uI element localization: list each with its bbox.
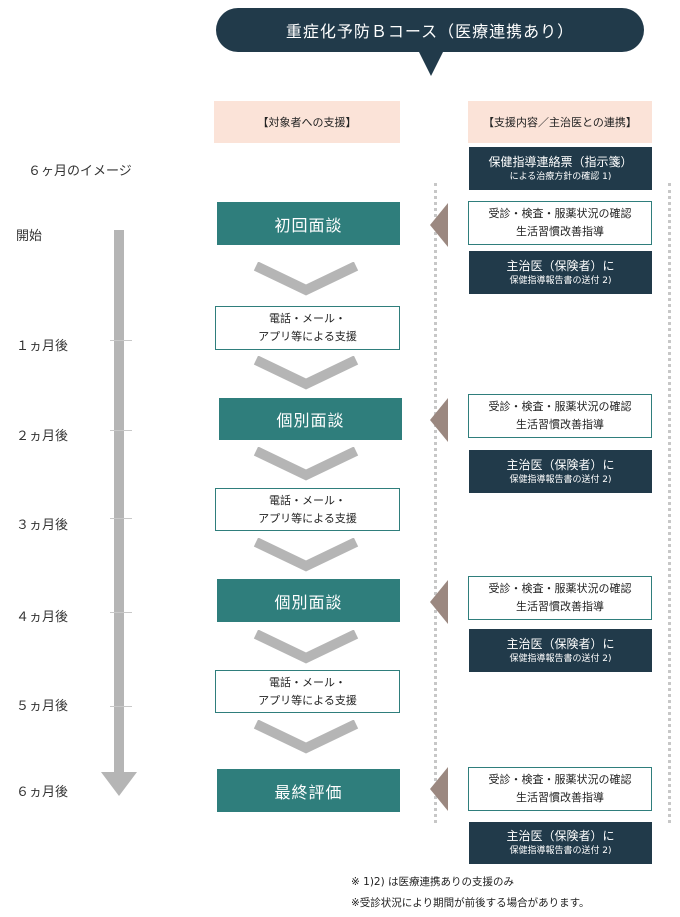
column-header-physician-link: 【支援内容／主治医との連携】 <box>468 101 652 143</box>
instruction-form-line2: による治療方針の確認 1) <box>509 171 612 182</box>
month-label-4: ４ヵ月後 <box>16 610 69 625</box>
dotted-divider-right <box>668 183 671 823</box>
link-pointer <box>430 203 448 247</box>
session-initial-interview: 初回面談 <box>217 202 400 245</box>
report-to-physician-box: 主治医（保険者）に 保健指導報告書の送付 2) <box>469 822 652 864</box>
checkup-guidance-box: 受診・検査・服薬状況の確認 生活習慣改善指導 <box>468 201 652 245</box>
column-header-target-support: 【対象者への支援】 <box>214 101 400 143</box>
course-title: 重症化予防Ｂコース（医療連携あり） <box>216 8 644 52</box>
remote-support-box: 電話・メール・ アプリ等による支援 <box>215 488 400 531</box>
title-pointer <box>418 50 444 76</box>
dotted-divider-left <box>434 183 437 823</box>
report-line1: 主治医（保険者）に <box>506 457 615 472</box>
report-line2: 保健指導報告書の送付 2) <box>509 275 612 286</box>
instruction-form-line1: 保健指導連絡票（指示箋） <box>488 154 633 169</box>
month-label-3: ３ヵ月後 <box>16 518 69 533</box>
month-label-1: １ヵ月後 <box>16 339 69 354</box>
timeline-bar <box>114 230 124 774</box>
timeline-tick <box>110 612 132 613</box>
timeline-arrow-head <box>101 772 137 796</box>
link-pointer <box>430 398 448 442</box>
month-label-2: ２ヵ月後 <box>16 429 69 444</box>
link-pointer <box>430 767 448 811</box>
report-line1: 主治医（保険者）に <box>506 636 615 651</box>
checkup-guidance-box: 受診・検査・服薬状況の確認 生活習慣改善指導 <box>468 394 652 438</box>
footnote-1: ※ 1)2) は医療連携ありの支援のみ <box>351 876 515 888</box>
chevron-down-icon <box>253 720 359 754</box>
remote-support-box: 電話・メール・ アプリ等による支援 <box>215 670 400 713</box>
report-line2: 保健指導報告書の送付 2) <box>509 846 612 857</box>
report-to-physician-box: 主治医（保険者）に 保健指導報告書の送付 2) <box>469 450 652 493</box>
chevron-down-icon <box>253 447 359 481</box>
remote-support-line2: アプリ等による支援 <box>258 693 357 707</box>
checkup-line2: 生活習慣改善指導 <box>516 225 604 238</box>
month-label-start: 開始 <box>16 229 43 244</box>
six-month-image-label: ６ヶ月のイメージ <box>28 164 132 179</box>
remote-support-line2: アプリ等による支援 <box>258 511 357 525</box>
month-label-5: ５ヵ月後 <box>16 699 69 714</box>
checkup-line2: 生活習慣改善指導 <box>516 600 604 613</box>
chevron-down-icon <box>253 356 359 390</box>
timeline-tick <box>110 340 132 341</box>
remote-support-line1: 電話・メール・ <box>269 493 346 507</box>
session-individual-interview-1: 個別面談 <box>219 398 402 440</box>
chevron-down-icon <box>253 262 359 296</box>
report-line2: 保健指導報告書の送付 2) <box>509 474 612 485</box>
report-to-physician-box: 主治医（保険者）に 保健指導報告書の送付 2) <box>469 629 652 672</box>
remote-support-box: 電話・メール・ アプリ等による支援 <box>215 306 400 350</box>
remote-support-line1: 電話・メール・ <box>269 312 346 326</box>
checkup-line1: 受診・検査・服薬状況の確認 <box>488 582 632 596</box>
link-pointer <box>430 580 448 624</box>
remote-support-line1: 電話・メール・ <box>269 675 346 689</box>
checkup-line1: 受診・検査・服薬状況の確認 <box>488 400 632 414</box>
checkup-line2: 生活習慣改善指導 <box>516 418 604 431</box>
report-line1: 主治医（保険者）に <box>506 258 615 273</box>
checkup-guidance-box: 受診・検査・服薬状況の確認 生活習慣改善指導 <box>468 767 652 811</box>
report-line1: 主治医（保険者）に <box>506 829 615 844</box>
report-line2: 保健指導報告書の送付 2) <box>509 653 612 664</box>
timeline-tick <box>110 430 132 431</box>
instruction-form-box: 保健指導連絡票（指示箋） による治療方針の確認 1) <box>469 147 652 190</box>
month-label-6: ６ヵ月後 <box>16 785 69 800</box>
session-final-evaluation: 最終評価 <box>217 769 400 812</box>
footnote-2: ※受診状況により期間が前後する場合があります。 <box>351 897 590 909</box>
remote-support-line2: アプリ等による支援 <box>258 330 357 343</box>
checkup-line1: 受診・検査・服薬状況の確認 <box>488 207 632 221</box>
report-to-physician-box: 主治医（保険者）に 保健指導報告書の送付 2) <box>469 251 652 294</box>
chevron-down-icon <box>253 630 359 664</box>
checkup-line1: 受診・検査・服薬状況の確認 <box>488 773 632 787</box>
timeline-tick <box>110 518 132 519</box>
timeline-tick <box>110 706 132 707</box>
checkup-line2: 生活習慣改善指導 <box>516 791 604 804</box>
chevron-down-icon <box>253 538 359 572</box>
checkup-guidance-box: 受診・検査・服薬状況の確認 生活習慣改善指導 <box>468 576 652 620</box>
session-individual-interview-2: 個別面談 <box>217 579 400 622</box>
